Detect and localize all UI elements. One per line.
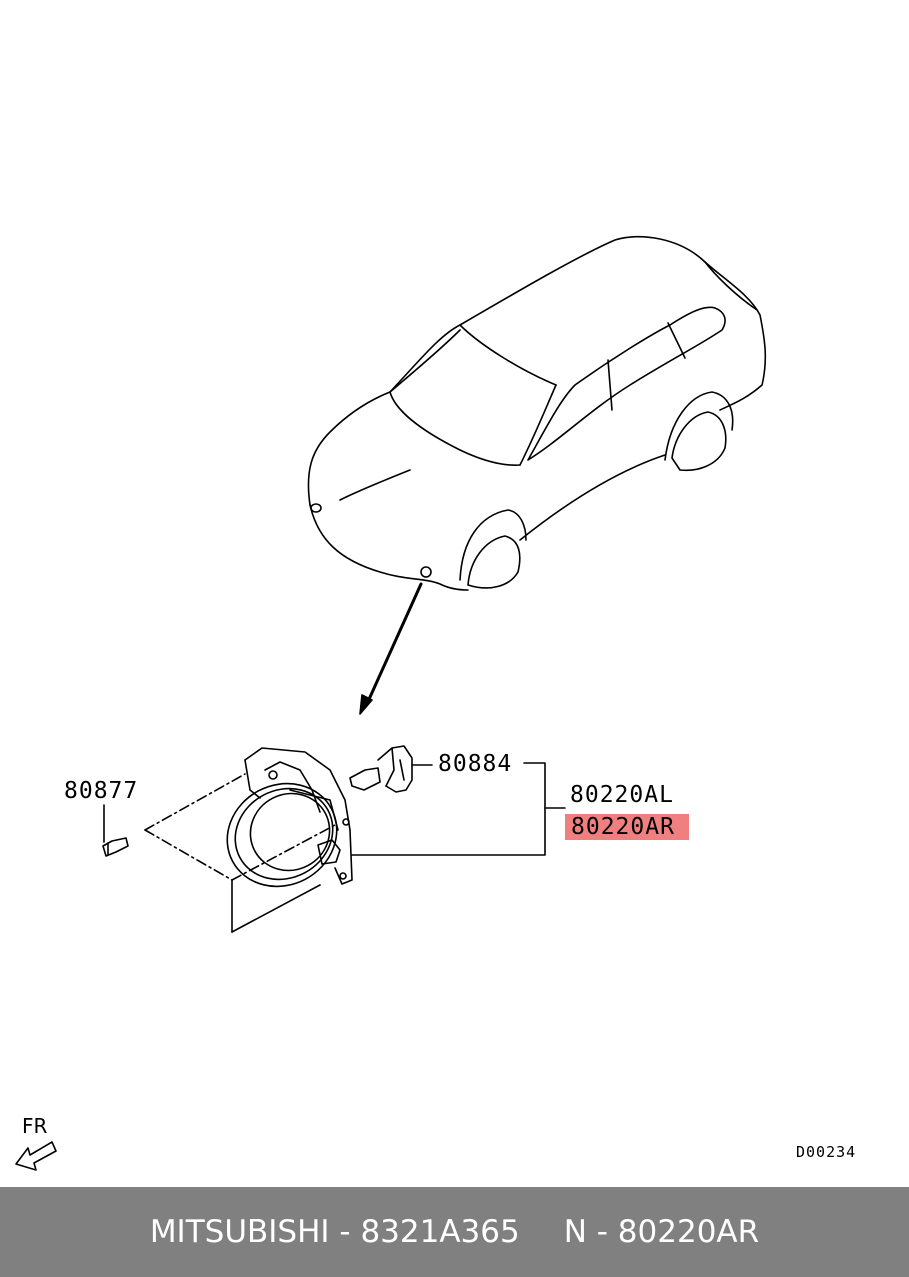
lamp-right-part-number: 80220AR [565,814,689,840]
fr-direction-arrow [15,1141,57,1171]
direction-label: FR [22,1114,48,1138]
footer-brand-part: MITSUBISHI - 8321A365 [149,1214,520,1250]
fog-lamp-assembly [144,747,353,933]
leader-arrow [359,582,423,715]
bulb-part-number: 80884 [438,751,513,777]
car-illustration [307,235,767,591]
bulb-part [349,745,433,793]
lamp-left-part-number: 80220AL [570,782,674,808]
parts-diagram [15,235,767,1171]
footer-catalog-number: N - 80220AR [563,1214,760,1250]
callout-bracket [351,762,566,856]
bolt-part [102,804,129,857]
footer-bar: MITSUBISHI - 8321A365 N - 80220AR [0,1187,909,1277]
bolt-part-number: 80877 [64,778,139,804]
diagram-code: D00234 [796,1143,857,1161]
